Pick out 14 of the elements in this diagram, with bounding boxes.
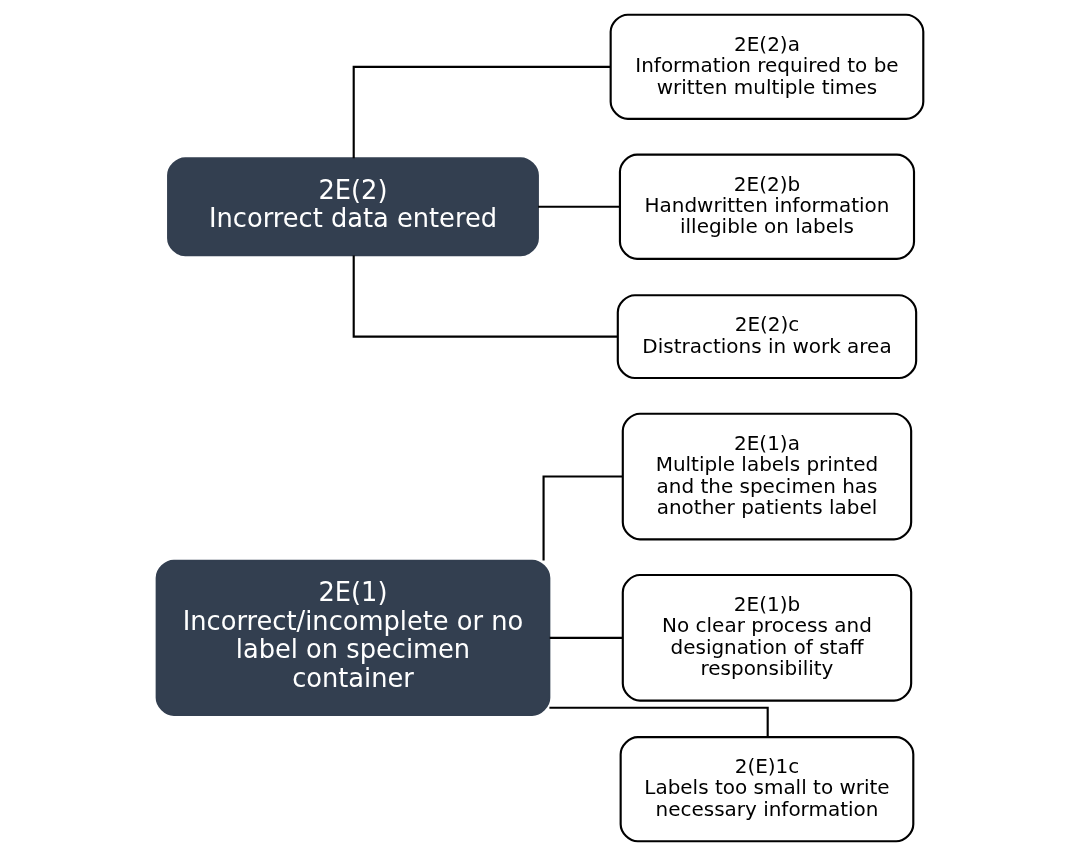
node-box: 2E(2)b Handwritten information illegible on labels	[618, 153, 915, 260]
node-box: 2E(2)a Information required to be written multiple times	[609, 13, 924, 120]
connector	[549, 636, 623, 639]
connector	[352, 254, 618, 338]
node-box: 2E(2) Incorrect data entered	[166, 156, 539, 256]
connector	[542, 474, 622, 560]
connector	[352, 65, 610, 158]
connector	[537, 205, 620, 208]
node-box: 2E(2)c Distractions in work area	[616, 293, 917, 379]
node-box: 2E(1) Incorrect/incomplete or no label on specimen container	[155, 559, 550, 716]
connector	[548, 706, 769, 737]
node-box: 2(E)1c Labels too small to write necessary information	[619, 735, 914, 842]
node-box: 2E(1)b No clear process and designation of staff responsibility	[621, 573, 912, 702]
node-box: 2E(1)a Multiple labels printed and the specimen has another patients label	[621, 412, 912, 540]
